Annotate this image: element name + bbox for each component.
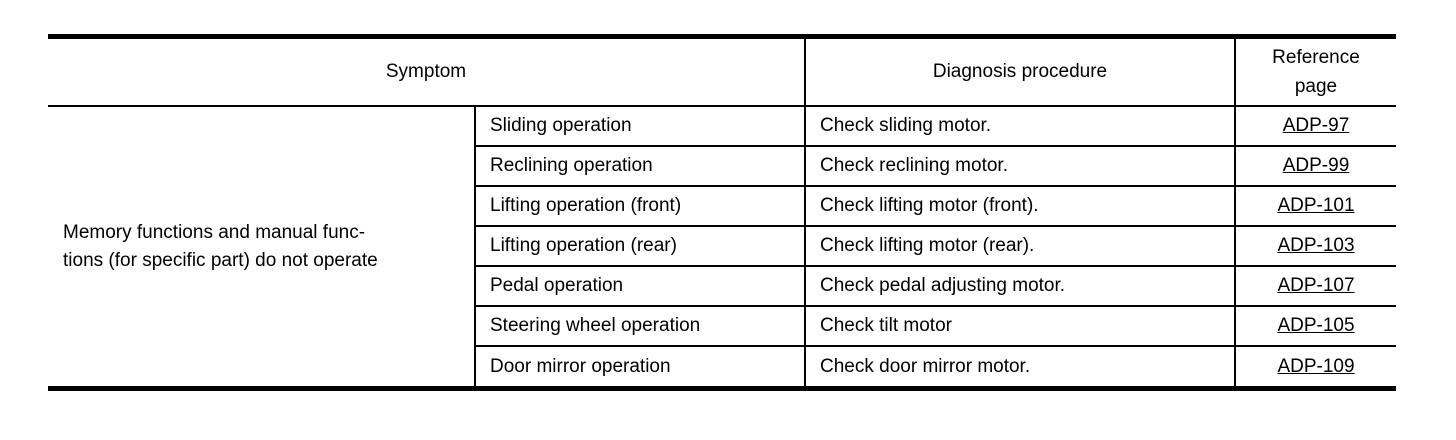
reference-cell: ADP-99 [1235,145,1396,186]
diagnosis-table: Symptom Diagnosis procedure Reference pa… [48,39,1396,386]
symptom-cell: Sliding operation [475,106,806,146]
diagnosis-cell: Check reclining motor. [805,145,1236,186]
symptom-group-cell: Memory functions and manual func- tions … [48,106,476,386]
reference-link[interactable]: ADP-97 [1282,115,1350,136]
reference-link[interactable]: ADP-101 [1277,195,1355,216]
reference-link[interactable]: ADP-105 [1277,315,1355,336]
diagnosis-cell: Check sliding motor. [805,106,1236,146]
table-row: Lifting operation (rear) Check lifting m… [48,225,1396,266]
header-symptom: Symptom [48,39,806,107]
reference-link[interactable]: ADP-107 [1277,275,1355,296]
header-diagnosis-procedure: Diagnosis procedure [805,39,1236,107]
reference-link[interactable]: ADP-103 [1277,235,1355,256]
diagnosis-cell: Check pedal adjusting motor. [805,265,1236,306]
symptom-cell: Pedal operation [475,265,806,306]
diagnosis-cell: Check lifting motor (front). [805,185,1236,226]
reference-cell: ADP-103 [1235,225,1396,266]
symptom-diagnosis-table: Symptom Diagnosis procedure Reference pa… [48,34,1396,391]
table-row: Lifting operation (front) Check lifting … [48,185,1396,226]
reference-cell: ADP-97 [1235,106,1396,146]
reference-cell: ADP-107 [1235,265,1396,306]
diagnosis-cell: Check lifting motor (rear). [805,225,1236,266]
symptom-cell: Lifting operation (front) [475,185,806,226]
header-reference-page: Reference page [1235,39,1396,107]
table-row: Memory functions and manual func- tions … [48,106,1396,386]
symptom-cell: Reclining operation [475,145,806,186]
reference-cell: ADP-105 [1235,305,1396,346]
header-row: Symptom Diagnosis procedure Reference pa… [48,39,1396,107]
reference-cell: ADP-101 [1235,185,1396,226]
diagnosis-cell: Check door mirror motor. [805,345,1236,386]
symptom-cell: Door mirror operation [475,345,806,386]
table-row: Pedal operation Check pedal adjusting mo… [48,265,1396,306]
symptom-cell: Lifting operation (rear) [475,225,806,266]
diagnosis-cell: Check tilt motor [805,305,1236,346]
table-row: Reclining operation Check reclining moto… [48,145,1396,186]
reference-link[interactable]: ADP-109 [1277,355,1355,377]
reference-cell: ADP-109 [1235,345,1396,386]
table-row: Door mirror operation Check door mirror … [48,345,1396,386]
table-row: Steering wheel operation Check tilt moto… [48,305,1396,346]
reference-link[interactable]: ADP-99 [1282,155,1350,176]
symptom-cell: Steering wheel operation [475,305,806,346]
